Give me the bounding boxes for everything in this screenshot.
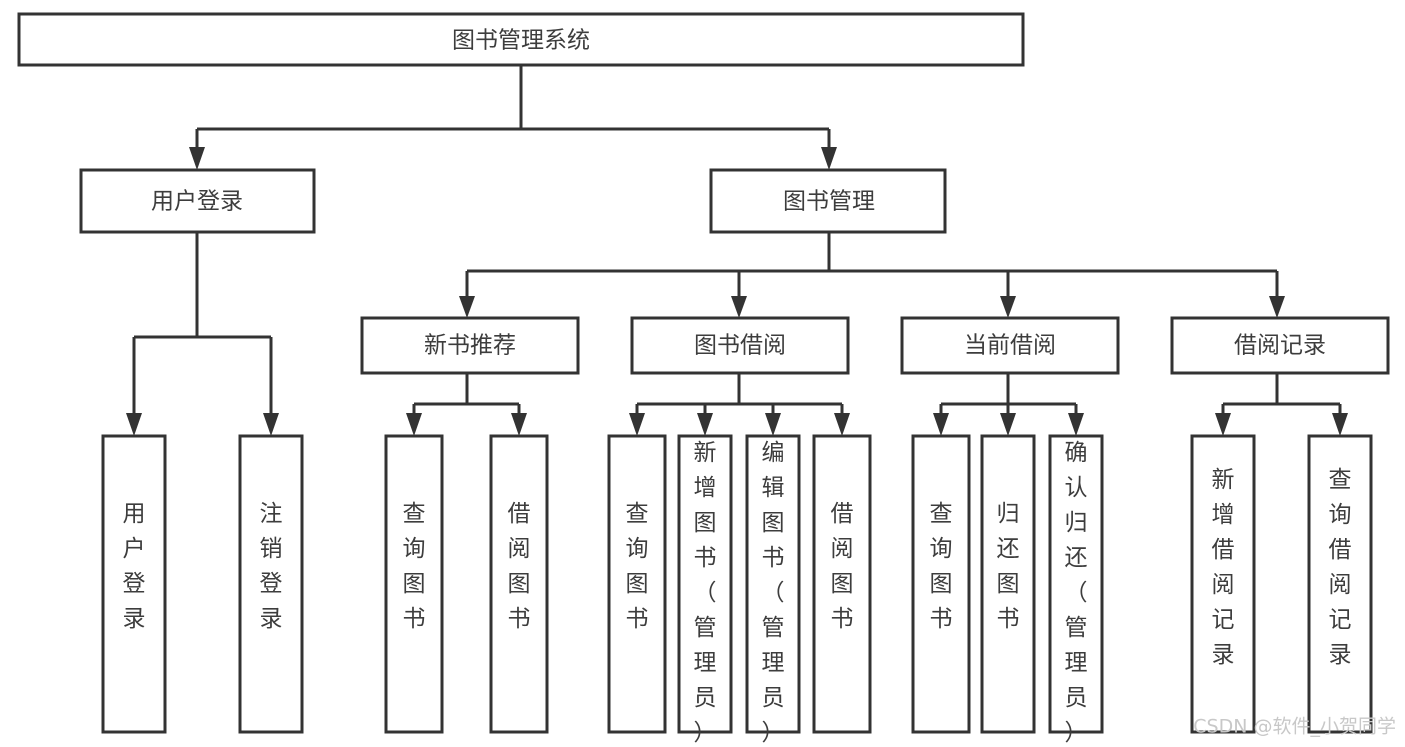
arrow-head-leaf-add-record <box>1215 413 1231 436</box>
arrow-head-leaf-confirm-return <box>1068 413 1084 436</box>
leaf-borrow-book-2[interactable]: 借阅图书 <box>812 434 872 734</box>
leaf-borrow-book-1-label: 借阅图书 <box>508 501 531 632</box>
connector-group-book-borrow <box>629 373 850 436</box>
leaf-query-book-3-box[interactable] <box>911 434 971 734</box>
leaf-query-book-3-label: 查询图书 <box>930 501 953 632</box>
leaf-borrow-book-1[interactable]: 借阅图书 <box>489 434 549 734</box>
leaf-add-record[interactable]: 新增借阅记录 <box>1190 434 1256 734</box>
leaf-return-book[interactable]: 归还图书 <box>980 434 1036 734</box>
leaf-edit-book-label: 编辑图书（管理员） <box>762 440 785 746</box>
node-book-manage-label: 图书管理 <box>783 189 875 215</box>
node-new-book-recommend[interactable]: 新书推荐 <box>360 316 580 375</box>
leaf-query-record-box[interactable] <box>1307 434 1373 734</box>
leaf-query-book-1[interactable]: 查询图书 <box>384 434 444 734</box>
leaf-add-book-label: 新增图书（管理员） <box>694 440 717 746</box>
node-current-borrow[interactable]: 当前借阅 <box>900 316 1120 375</box>
leaf-query-book-2-label: 查询图书 <box>626 501 649 632</box>
node-book-borrow-box[interactable] <box>630 316 850 375</box>
node-current-borrow-label: 当前借阅 <box>964 333 1056 359</box>
arrow-head-leaf-borrow-book-1 <box>511 413 527 436</box>
node-new-book-recommend-box[interactable] <box>360 316 580 375</box>
node-current-borrow-box[interactable] <box>900 316 1120 375</box>
arrow-head-book-borrow <box>731 296 747 318</box>
leaf-query-record[interactable]: 查询借阅记录 <box>1307 434 1373 734</box>
node-borrow-record[interactable]: 借阅记录 <box>1170 316 1390 375</box>
leaf-add-record-box[interactable] <box>1190 434 1256 734</box>
node-book-manage-box[interactable] <box>709 168 947 234</box>
connector-group-current-borrow <box>933 373 1084 436</box>
connector-group-new-book-recommend <box>406 373 527 436</box>
connector-group-user-login <box>126 232 279 436</box>
arrow-head-book-manage <box>821 147 837 170</box>
leaf-confirm-return[interactable]: 确认归还（管理员） <box>1048 434 1104 746</box>
arrow-head-leaf-user-login <box>126 413 142 436</box>
node-book-borrow-label: 图书借阅 <box>694 333 786 359</box>
leaf-return-book-box[interactable] <box>980 434 1036 734</box>
connector-group-root <box>189 65 837 170</box>
arrow-head-new-book-recommend <box>459 296 475 318</box>
leaf-user-login-box[interactable] <box>101 434 167 734</box>
leaf-borrow-book-2-label: 借阅图书 <box>831 501 854 632</box>
leaf-edit-book-box[interactable] <box>745 434 801 734</box>
arrow-head-leaf-add-book <box>697 413 713 436</box>
leaf-add-record-label: 新增借阅记录 <box>1212 467 1235 668</box>
leaf-query-book-1-label: 查询图书 <box>403 501 426 632</box>
node-borrow-record-label: 借阅记录 <box>1234 333 1326 359</box>
leaf-confirm-return-box[interactable] <box>1048 434 1104 734</box>
node-user-login[interactable]: 用户登录 <box>79 168 316 234</box>
leaf-query-book-3[interactable]: 查询图书 <box>911 434 971 734</box>
node-root-box[interactable] <box>17 12 1025 67</box>
leaf-add-book-box[interactable] <box>677 434 733 734</box>
arrow-head-leaf-borrow-book-2 <box>834 413 850 436</box>
leaf-query-book-2[interactable]: 查询图书 <box>607 434 667 734</box>
arrow-head-leaf-return-book <box>1000 413 1016 436</box>
connector-group-borrow-record <box>1215 373 1348 436</box>
leaf-user-logout[interactable]: 注销登录 <box>238 434 304 734</box>
arrow-head-leaf-query-book-1 <box>406 413 422 436</box>
leaf-confirm-return-label: 确认归还（管理员） <box>1065 440 1088 746</box>
connector-group-book-manage <box>459 232 1285 318</box>
leaf-query-book-2-box[interactable] <box>607 434 667 734</box>
leaf-query-book-1-box[interactable] <box>384 434 444 734</box>
arrow-head-leaf-query-book-2 <box>629 413 645 436</box>
node-book-manage[interactable]: 图书管理 <box>709 168 947 234</box>
leaf-edit-book[interactable]: 编辑图书（管理员） <box>745 434 801 746</box>
leaf-return-book-label: 归还图书 <box>997 501 1020 632</box>
node-root-label: 图书管理系统 <box>452 28 590 54</box>
leaf-user-login-label: 用户登录 <box>123 501 146 632</box>
arrow-head-leaf-query-book-3 <box>933 413 949 436</box>
leaf-user-logout-label: 注销登录 <box>260 501 283 632</box>
arrow-head-current-borrow <box>1000 296 1016 318</box>
node-root[interactable]: 图书管理系统 <box>17 12 1025 67</box>
leaf-query-record-label: 查询借阅记录 <box>1329 467 1352 668</box>
leaf-user-login[interactable]: 用户登录 <box>101 434 167 734</box>
leaf-borrow-book-2-box[interactable] <box>812 434 872 734</box>
node-borrow-record-box[interactable] <box>1170 316 1390 375</box>
arrow-head-borrow-record <box>1269 296 1285 318</box>
arrow-head-leaf-query-record <box>1332 413 1348 436</box>
arrow-head-user-login <box>189 147 205 170</box>
node-user-login-box[interactable] <box>79 168 316 234</box>
node-user-login-label: 用户登录 <box>151 189 243 215</box>
leaf-add-book[interactable]: 新增图书（管理员） <box>677 434 733 746</box>
leaf-user-logout-box[interactable] <box>238 434 304 734</box>
node-book-borrow[interactable]: 图书借阅 <box>630 316 850 375</box>
node-new-book-recommend-label: 新书推荐 <box>424 333 516 359</box>
watermark-label: CSDN @软件_小贺同学 <box>1193 716 1396 738</box>
arrow-head-leaf-user-logout <box>263 413 279 436</box>
arrow-head-leaf-edit-book <box>765 413 781 436</box>
leaf-borrow-book-1-box[interactable] <box>489 434 549 734</box>
